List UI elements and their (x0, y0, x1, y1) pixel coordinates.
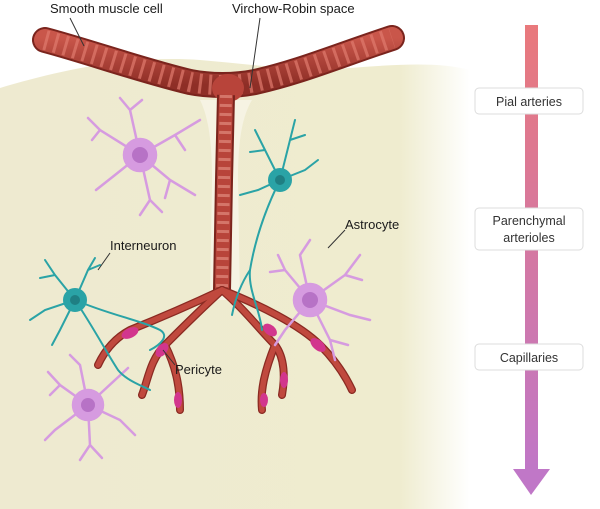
pericyte-cell (263, 323, 277, 337)
leader-lines (69, 17, 346, 366)
scale-box-pial-arteries: Pial arteries (474, 87, 584, 115)
label-smooth-muscle-cell: Smooth muscle cell (50, 1, 163, 16)
scale-box-capillaries: Capillaries (474, 343, 584, 371)
penetrating-arteriole (213, 94, 235, 291)
label-pericyte: Pericyte (175, 362, 222, 377)
label-interneuron: Interneuron (110, 238, 177, 253)
astrocyte-right (268, 238, 372, 362)
pericyte-cell (121, 327, 139, 339)
astrocyte-bottom-left (43, 353, 137, 462)
pial-artery (32, 25, 405, 102)
pericyte-cell (260, 393, 268, 407)
interneuron-right (231, 119, 319, 331)
label-virchow-robin-space: Virchow-Robin space (232, 1, 355, 16)
scale-arrowhead (513, 469, 550, 495)
pericytes (121, 323, 326, 408)
scale-label-parenchymal-line2: arterioles (503, 231, 554, 245)
astrocyte-top-left (86, 96, 202, 217)
pericyte-cell (310, 338, 326, 352)
pericyte-cell (174, 392, 182, 408)
vessel-hierarchy-scale: Pial arteries Parenchymal arterioles Cap… (474, 25, 584, 495)
scale-label-parenchymal-line1: Parenchymal (493, 214, 566, 228)
scale-box-parenchymal-arterioles: Parenchymal arterioles (474, 207, 584, 251)
scale-label-capillaries: Capillaries (500, 351, 558, 365)
pericyte-cell (280, 372, 288, 388)
interneuron-left (29, 257, 166, 391)
label-astrocyte: Astrocyte (345, 217, 399, 232)
scale-label-pial-arteries: Pial arteries (496, 95, 562, 109)
